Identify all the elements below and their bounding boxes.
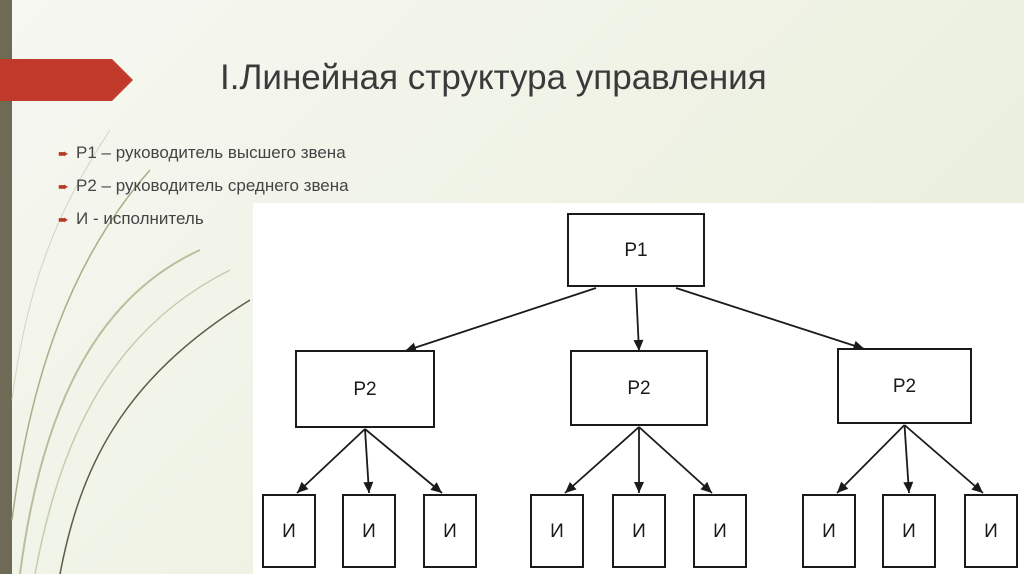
- connector-arrow-p2-1-to-i-2-head: [363, 481, 374, 493]
- bullet-item: ➨ И - исполнитель: [58, 206, 349, 239]
- node-i-box-label: И: [550, 521, 564, 542]
- bullet-arrow-icon: ➨: [58, 179, 69, 194]
- bullet-text: Р1 – руководитель высшего звена: [76, 143, 346, 162]
- org-chart: Р1И И И Р2И И И Р2И И И Р2: [262, 213, 1018, 568]
- node-p2-box: [295, 350, 435, 428]
- node-i-box-label: И: [443, 521, 457, 542]
- connector-arrow-p2-2-to-i-3-head: [700, 481, 712, 493]
- node-p1-box-label: Р1: [624, 240, 647, 261]
- node-p2-box-label: Р2: [353, 379, 376, 400]
- bullet-arrow-icon: ➨: [58, 212, 69, 227]
- decorative-swirl: [11, 129, 251, 574]
- connector-arrow-top-to-p2-1: [404, 287, 597, 352]
- connector-arrow-top-to-p2-2-head: [633, 339, 644, 351]
- title-accent-arrow: [0, 59, 133, 101]
- bullet-arrow-icon: ➨: [58, 146, 69, 161]
- bullet-text: Р2 – руководитель среднего звена: [76, 176, 349, 195]
- slide-title: I.Линейная структура управления: [220, 58, 767, 97]
- node-i-box: [423, 494, 477, 568]
- bullet-item: ➨ Р1 – руководитель высшего звена: [58, 140, 349, 173]
- connector-arrow-p2-3-to-i-1: [836, 424, 906, 494]
- node-i-box: [530, 494, 584, 568]
- connector-arrow-top-to-p2-3-head: [852, 340, 865, 351]
- node-p2-box-label: Р2: [893, 376, 916, 397]
- node-p2-box: [570, 350, 708, 426]
- connector-arrow-top-to-p2-1-head: [405, 342, 418, 353]
- node-p1-box: [567, 213, 705, 287]
- connector-arrow-p2-3-to-i-2-head: [903, 481, 914, 493]
- node-p2-box-label: Р2: [627, 378, 650, 399]
- connector-arrow-p2-2-to-i-3: [638, 426, 713, 494]
- node-i-box-label: И: [713, 521, 727, 542]
- bullet-text: И - исполнитель: [76, 209, 204, 228]
- connector-arrow-p2-1-to-i-1-head: [297, 481, 309, 493]
- node-i-box-label: И: [902, 521, 916, 542]
- node-i-box-label: И: [632, 521, 646, 542]
- connector-arrow-p2-3-to-i-3-head: [971, 482, 983, 493]
- connector-arrow-p2-1-to-i-3-head: [430, 482, 442, 493]
- bullet-list: ➨ Р1 – руководитель высшего звена ➨ Р2 – р…: [58, 140, 349, 239]
- connector-arrow-p2-3-to-i-3: [903, 424, 984, 494]
- node-i-box: [693, 494, 747, 568]
- connector-arrow-top-to-p2-3: [675, 287, 865, 350]
- node-i-box: [964, 494, 1018, 568]
- connector-arrow-p2-2-to-i-1: [564, 426, 640, 494]
- connector-arrow-p2-1-to-i-3: [364, 428, 443, 494]
- node-i-box: [802, 494, 856, 568]
- connector-arrow-p2-1-to-i-1: [296, 428, 366, 494]
- connector-arrow-p2-2-to-i-1-head: [565, 481, 577, 493]
- node-i-box: [262, 494, 316, 568]
- connector-arrow-p2-2-to-i-2-head: [634, 482, 644, 493]
- node-i-box: [882, 494, 936, 568]
- node-p2-box: [837, 348, 972, 424]
- node-i-box: [342, 494, 396, 568]
- connector-arrow-p2-3-to-i-2: [903, 424, 910, 494]
- connector-arrow-p2-3-to-i-1-head: [837, 481, 849, 493]
- bullet-item: ➨ Р2 – руководитель среднего звена: [58, 173, 349, 206]
- node-i-box-label: И: [984, 521, 998, 542]
- node-i-box-label: И: [822, 521, 836, 542]
- left-decor-stripe: [0, 0, 12, 574]
- node-i-box: [612, 494, 666, 568]
- node-i-box-label: И: [282, 521, 296, 542]
- node-i-box-label: И: [362, 521, 376, 542]
